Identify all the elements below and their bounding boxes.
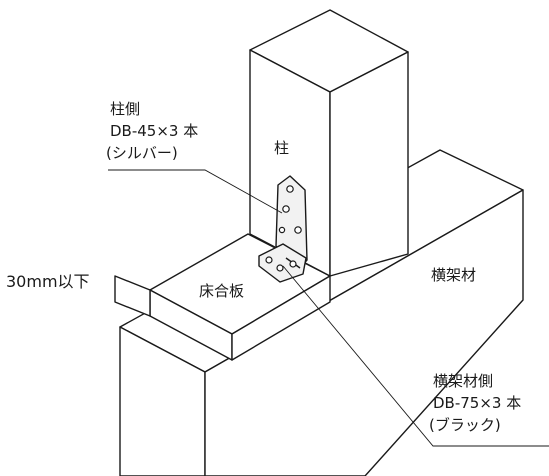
screw-hole bbox=[278, 226, 286, 234]
gap-limit-label: 30mm以下 bbox=[6, 272, 90, 291]
column-side-face bbox=[329, 51, 409, 277]
beam-side-color: (ブラック) bbox=[429, 416, 501, 434]
column-side-title: 柱側 bbox=[110, 100, 141, 118]
column-side-screw-spec: DB-45×3 本 bbox=[110, 122, 199, 140]
leader-line-column-side bbox=[108, 169, 283, 214]
screw-hole bbox=[282, 205, 290, 213]
column-label: 柱 bbox=[274, 139, 290, 157]
bracket-base bbox=[258, 243, 307, 283]
floor-board-label: 床合板 bbox=[199, 282, 245, 300]
screw-hole bbox=[276, 264, 284, 272]
screw-hole bbox=[286, 185, 294, 193]
column-side-color: (シルバー) bbox=[106, 144, 178, 162]
beam-side-title: 横架材側 bbox=[433, 372, 494, 390]
column-member bbox=[249, 9, 409, 277]
beam-front-face bbox=[119, 326, 206, 476]
gap-indicator bbox=[114, 275, 151, 317]
beam-side-face bbox=[204, 189, 524, 476]
connection-bracket bbox=[258, 175, 308, 283]
screw-hole bbox=[294, 226, 302, 234]
screw-hole bbox=[265, 256, 273, 264]
leader-line-beam-side bbox=[282, 265, 549, 447]
beam-side-screw-spec: DB-75×3 本 bbox=[433, 394, 522, 412]
screw-hole bbox=[289, 260, 297, 268]
floor-board-side-face bbox=[231, 275, 331, 361]
beam-label: 横架材 bbox=[431, 266, 477, 284]
